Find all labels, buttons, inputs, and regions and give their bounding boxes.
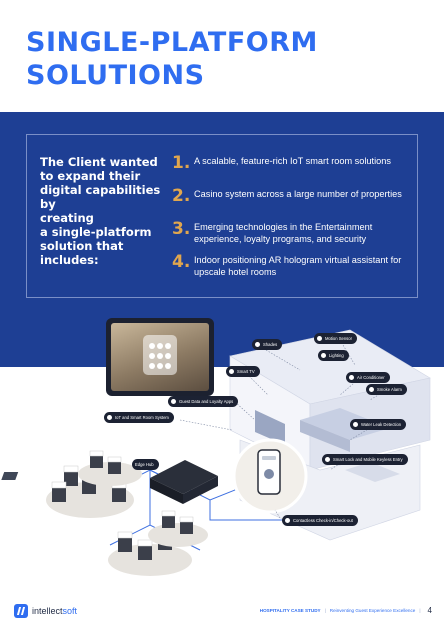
intro-line: includes: [40,253,99,267]
intellectsoft-logo-icon [14,604,28,618]
page-title-line-1: SINGLE-PLATFORM [26,27,318,58]
intro-line: creating [40,211,94,225]
motion-sensor-icon [317,336,322,341]
tag-guest-data: Guest Data and Loyalty Apps [168,396,239,407]
tablet-screen [111,323,209,391]
server-cluster-right [148,510,208,547]
tag-label: Smart TV [237,369,255,374]
edge-hub-device [1,460,218,504]
water-drop-icon [353,422,358,427]
footer-separator: | [419,608,421,613]
tag-label: Lighting [329,353,344,358]
brand-part: intellect [32,606,63,616]
tag-label: Guest Data and Loyalty Apps [179,399,234,404]
tag-contactless: Contactless Check-in/Check-out [282,515,358,526]
requirement-text: Indoor positioning AR hologram virtual a… [194,255,402,277]
requirement-number: 2. [172,186,191,206]
intro-line: a single-platform [40,225,152,239]
requirement-number: 4. [172,252,191,272]
tag-label: Motion Sensor [325,336,352,341]
intro-line: digital capabilities by [40,183,161,211]
page-title: SINGLE-PLATFORM SOLUTIONS [26,26,318,92]
air-conditioner-icon [349,375,354,380]
content-frame [26,134,418,298]
control-panel-card [143,335,177,375]
case-study-label: HOSPITALITY CASE STUDY [259,608,321,613]
requirement-item: 2. Casino system across a large number o… [172,186,408,213]
footer-meta: HOSPITALITY CASE STUDY | Reinventing Gue… [260,607,432,615]
guest-app-icon [171,399,176,404]
intro-text: The Client wanted to expand their digita… [40,155,168,267]
lock-icon [325,457,330,462]
tv-icon [229,369,234,374]
tag-air-conditioner: Air Conditioner [346,372,390,383]
tag-iot-system: IoT and Smart Room System [104,412,174,423]
intro-line: to expand their [40,169,141,183]
tag-smart-lock: Smart Lock and Mobile Keyless Entry [322,454,408,465]
tag-label: Smoke Alarm [377,387,402,392]
intro-line: solution that [40,239,124,253]
tag-label: Water Leak Detection [361,422,402,427]
tag-edge-hub: Edge Hub [132,459,159,470]
footer-separator: | [324,608,326,613]
requirement-item: 1. A scalable, feature-rich IoT smart ro… [172,153,408,180]
page-title-line-2: SOLUTIONS [26,60,205,91]
lighting-icon [321,353,326,358]
requirement-item: 4. Indoor positioning AR hologram virtua… [172,252,408,279]
tablet-device [106,318,214,396]
tag-label: Air Conditioner [357,375,385,380]
brand-part: soft [62,606,78,616]
brand-name: intellectsoft [32,605,77,617]
footer-subtitle: Reinventing Guest Experience Excellence [329,608,416,613]
tag-label: IoT and Smart Room System [115,415,169,420]
tag-motion-sensor: Motion Sensor [314,333,357,344]
tag-smoke-alarm: Smoke Alarm [366,384,407,395]
tag-label: Shades [263,342,278,347]
tag-lighting: Lighting [318,350,349,361]
tag-label: Contactless Check-in/Check-out [293,518,353,523]
tag-shades: Shades [252,339,283,350]
page-number: 4 [427,606,432,615]
tag-water-leak: Water Leak Detection [350,419,407,430]
check-in-icon [285,518,290,523]
requirement-text: Emerging technologies in the Entertainme… [194,222,373,244]
iot-icon [107,415,112,420]
requirement-text: Casino system across a large number of p… [194,189,402,199]
requirements-list: 1. A scalable, feature-rich IoT smart ro… [172,153,408,285]
requirement-text: A scalable, feature-rich IoT smart room … [194,156,391,166]
phone-checkin [232,438,308,514]
server-cluster-top [78,450,142,486]
shades-icon [255,342,260,347]
tag-label: Edge Hub [135,462,154,467]
requirement-number: 1. [172,153,191,173]
tag-smart-tv: Smart TV [226,366,260,377]
tag-label: Smart Lock and Mobile Keyless Entry [333,457,403,462]
requirement-item: 3. Emerging technologies in the Entertai… [172,219,408,246]
requirement-number: 3. [172,219,191,239]
smoke-alarm-icon [369,387,374,392]
blue-band [0,112,444,367]
intro-line: The Client wanted [40,155,158,169]
